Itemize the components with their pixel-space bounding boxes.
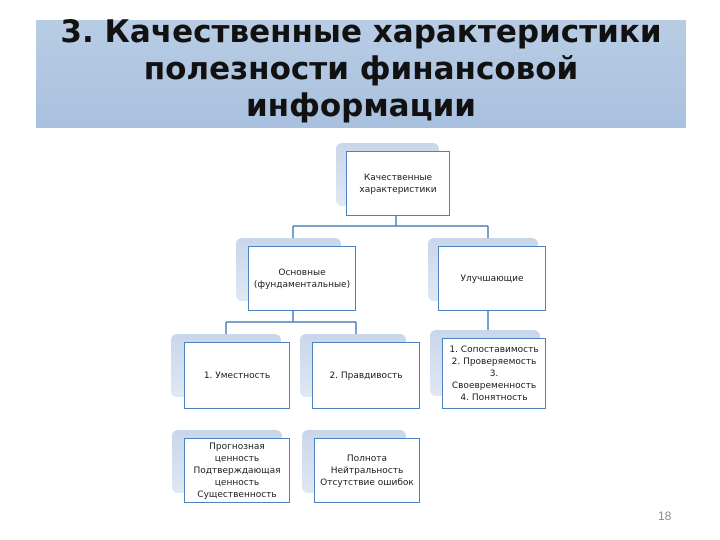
list-item: 1. Сопоставимость — [449, 344, 539, 355]
node-enhancing-list: 1. Сопоставимость 2. Проверяемость 3. Св… — [442, 338, 546, 409]
node-relevance-label: 1. Уместность — [203, 370, 271, 381]
connector-basic-children — [225, 311, 357, 342]
slide-number: 18 — [658, 509, 672, 523]
list-item: Полнота — [346, 453, 388, 464]
title-band — [36, 20, 686, 128]
list-item: Отсутствие ошибок — [320, 477, 414, 488]
list-item: 4. Понятность — [460, 392, 528, 403]
list-item: Нейтральность — [330, 465, 404, 476]
list-item: 3. Своевременность — [451, 368, 537, 391]
connector-root-children — [292, 216, 489, 246]
node-enhancing-label: Улучшающие — [460, 273, 524, 284]
list-item: Прогнозная ценность — [209, 441, 265, 464]
node-faithful: 2. Правдивость — [312, 342, 420, 409]
slide-title: 3. Качественные характеристики полезност… — [60, 14, 662, 124]
node-basic: Основные (фундаментальные) — [248, 246, 356, 311]
node-basic-label: Основные (фундаментальные) — [253, 267, 351, 290]
node-root-label: Качественные характеристики — [359, 172, 437, 195]
node-root: Качественные характеристики — [346, 151, 450, 216]
node-relevance-list: Прогнозная ценность Подтверждающая ценно… — [184, 438, 290, 503]
node-enhancing: Улучшающие — [438, 246, 546, 311]
list-item: Подтверждающая ценность — [193, 465, 281, 488]
node-faithful-label: 2. Правдивость — [329, 370, 403, 381]
node-relevance: 1. Уместность — [184, 342, 290, 409]
node-faithful-list: Полнота Нейтральность Отсутствие ошибок — [314, 438, 420, 503]
list-item: 2. Проверяемость — [451, 356, 537, 367]
list-item: Существенность — [197, 489, 277, 500]
